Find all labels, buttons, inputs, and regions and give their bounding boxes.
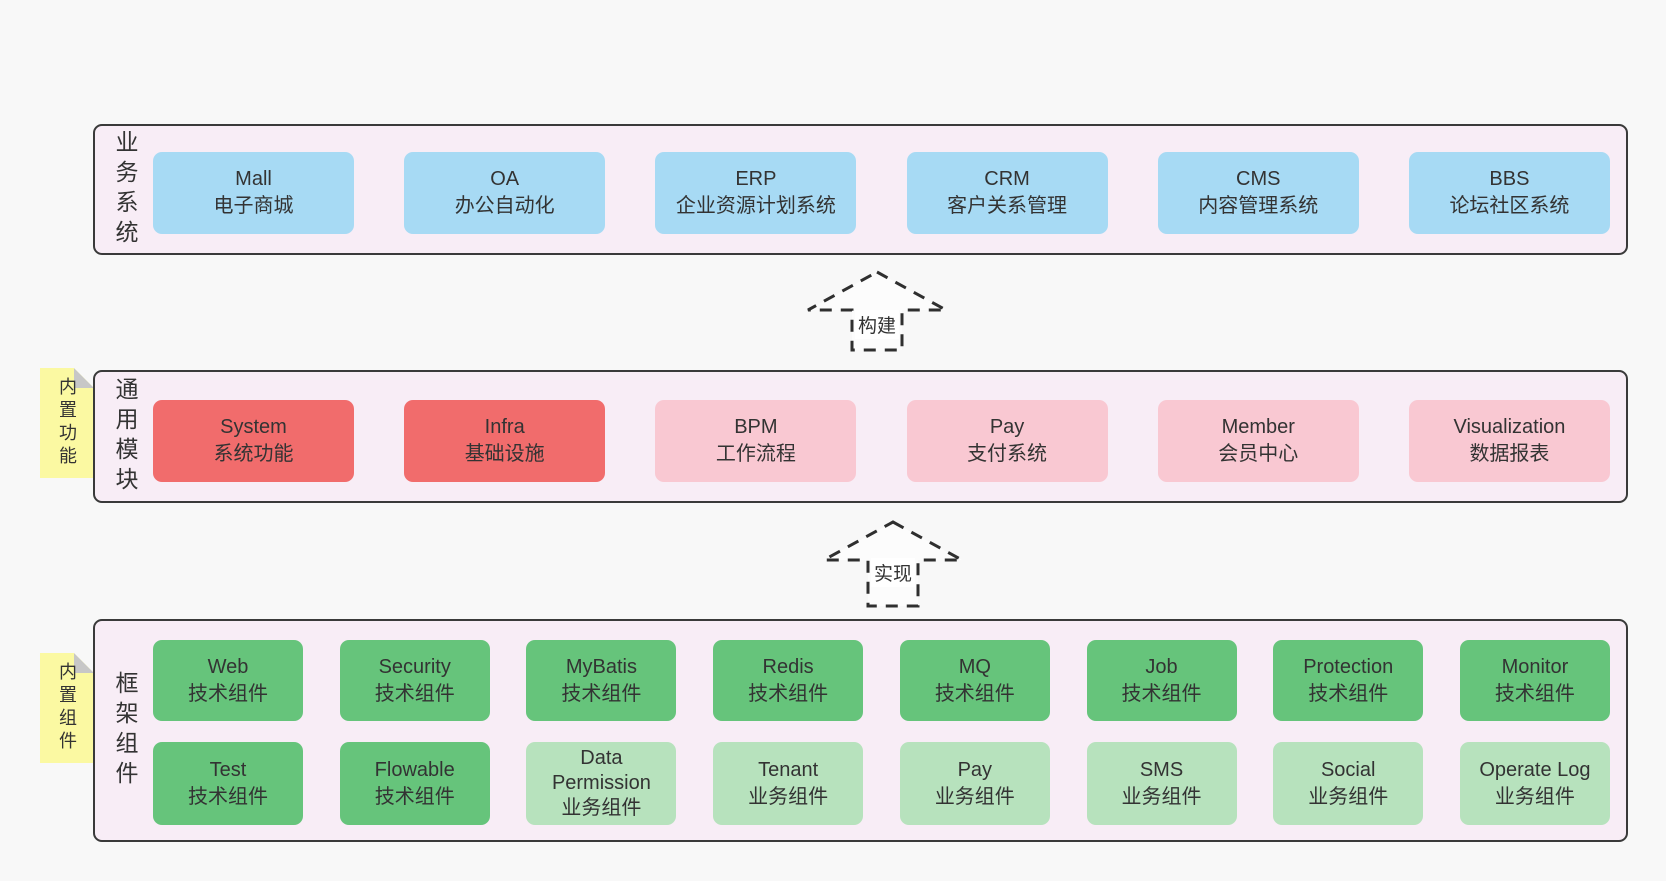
arrow-label: 构建 [854, 310, 900, 339]
box-pay-biz: Pay 业务组件 [899, 742, 1050, 825]
box-title: CRM [984, 168, 1030, 190]
box-subtitle: 技术组件 [1308, 682, 1389, 705]
box-title: BPM [734, 416, 778, 438]
box-security: Security 技术组件 [339, 640, 490, 721]
box-subtitle: 系统功能 [213, 443, 294, 465]
box-subtitle: 业务组件 [748, 785, 829, 808]
box-erp: ERP 企业资源计划系统 [655, 152, 857, 234]
box-subtitle: 技术组件 [374, 785, 455, 808]
box-title: BBS [1489, 168, 1530, 190]
box-subtitle: 基础设施 [464, 443, 545, 465]
box-title: Social [1320, 758, 1376, 781]
box-title: Test [209, 758, 247, 781]
box-member: Member 会员中心 [1157, 400, 1359, 482]
implement-arrow: 实现 [822, 520, 964, 608]
box-subtitle: 业务组件 [1308, 785, 1389, 808]
box-subtitle: 技术组件 [561, 682, 642, 705]
box-redis: Redis 技术组件 [713, 640, 864, 721]
box-title: Pay [957, 758, 993, 781]
box-subtitle: 业务组件 [934, 785, 1015, 808]
box-subtitle: 技术组件 [374, 682, 455, 705]
box-subtitle: 支付系统 [967, 443, 1048, 465]
box-title: Protection [1303, 655, 1394, 678]
box-mall: Mall 电子商城 [153, 152, 354, 234]
box-title: System [220, 416, 287, 438]
box-pay: Pay 支付系统 [906, 400, 1108, 482]
box-title: Job [1145, 655, 1178, 678]
box-subtitle: 技术组件 [188, 682, 268, 705]
box-monitor: Monitor 技术组件 [1459, 640, 1610, 721]
box-protection: Protection 技术组件 [1273, 640, 1424, 721]
box-title: Operate Log [1479, 758, 1591, 781]
layer-common-modules: 通用模块 System 系统功能 Infra 基础设施 BPM 工作流程 Pay… [93, 370, 1628, 503]
box-oa: OA 办公自动化 [404, 152, 606, 234]
box-title: Tenant [758, 758, 819, 781]
box-title: Mall [235, 168, 272, 190]
box-subtitle: 企业资源计划系统 [675, 195, 836, 217]
box-subtitle: 数据报表 [1469, 443, 1550, 465]
box-title: Member [1221, 416, 1295, 438]
box-subtitle: 技术组件 [188, 785, 268, 808]
box-subtitle: 客户关系管理 [947, 195, 1068, 217]
box-cms: CMS 内容管理系统 [1157, 152, 1359, 234]
build-arrow: 构建 [806, 270, 948, 352]
box-bpm: BPM 工作流程 [655, 400, 857, 482]
box-subtitle: 会员中心 [1218, 443, 1299, 465]
box-title: SMS [1139, 758, 1184, 781]
box-title: MyBatis [565, 655, 637, 678]
box-flowable: Flowable 技术组件 [339, 742, 490, 825]
box-title: OA [490, 168, 520, 190]
box-subtitle: 技术组件 [934, 682, 1015, 705]
box-subtitle: 技术组件 [1494, 682, 1575, 705]
box-subtitle: 办公自动化 [454, 195, 555, 217]
box-bbs: BBS 论坛社区系统 [1408, 152, 1610, 234]
box-visualization: Visualization 数据报表 [1408, 400, 1610, 482]
box-subtitle: 技术组件 [748, 682, 829, 705]
box-subtitle: 论坛社区系统 [1449, 195, 1570, 217]
box-title: Redis [762, 655, 814, 678]
box-mybatis: MyBatis 技术组件 [526, 640, 677, 721]
box-title: Visualization [1453, 416, 1566, 438]
box-mq: MQ 技术组件 [899, 640, 1050, 721]
box-web: Web 技术组件 [153, 640, 303, 721]
sticky-note-text: 内置功能 [57, 377, 77, 469]
box-subtitle: 业务组件 [561, 797, 642, 819]
box-crm: CRM 客户关系管理 [906, 152, 1108, 234]
layer-framework-components: 框架组件 Web 技术组件 Security 技术组件 MyBatis 技术组件… [93, 619, 1628, 842]
box-title: Monitor [1501, 655, 1569, 678]
box-subtitle: 业务组件 [1121, 785, 1202, 808]
box-subtitle: 内容管理系统 [1198, 195, 1319, 217]
box-title: Pay [989, 416, 1025, 438]
box-title: ERP [735, 168, 777, 190]
sticky-note-builtin-components: 内置组件 [40, 653, 94, 763]
sticky-note-text: 内置组件 [57, 662, 77, 754]
layer-business-systems: 业务系统 Mall 电子商城 OA 办公自动化 ERP 企业资源计划系统 CRM… [93, 124, 1628, 255]
box-subtitle: 技术组件 [1121, 682, 1202, 705]
box-title: Data Permission [551, 747, 651, 794]
box-title: MQ [958, 655, 991, 678]
box-subtitle: 电子商城 [213, 195, 294, 217]
arrow-label: 实现 [870, 558, 916, 587]
box-operate-log: Operate Log 业务组件 [1459, 742, 1610, 825]
box-title: Infra [484, 416, 525, 438]
box-title: Security [378, 655, 451, 678]
box-sms: SMS 业务组件 [1086, 742, 1237, 825]
box-system: System 系统功能 [153, 400, 354, 482]
box-subtitle: 业务组件 [1494, 785, 1575, 808]
box-data-permission: Data Permission 业务组件 [526, 742, 677, 825]
box-test: Test 技术组件 [153, 742, 303, 825]
box-title: Flowable [374, 758, 455, 781]
sticky-note-builtin-features: 内置功能 [40, 368, 94, 478]
layer-label: 框架组件 [112, 670, 138, 791]
box-title: Web [207, 655, 249, 678]
box-subtitle: 工作流程 [715, 443, 796, 465]
layer-label: 通用模块 [112, 376, 138, 497]
box-title: CMS [1236, 168, 1281, 190]
box-job: Job 技术组件 [1086, 640, 1237, 721]
layer-label: 业务系统 [112, 129, 138, 250]
box-tenant: Tenant 业务组件 [713, 742, 864, 825]
box-social: Social 业务组件 [1273, 742, 1424, 825]
box-infra: Infra 基础设施 [404, 400, 606, 482]
